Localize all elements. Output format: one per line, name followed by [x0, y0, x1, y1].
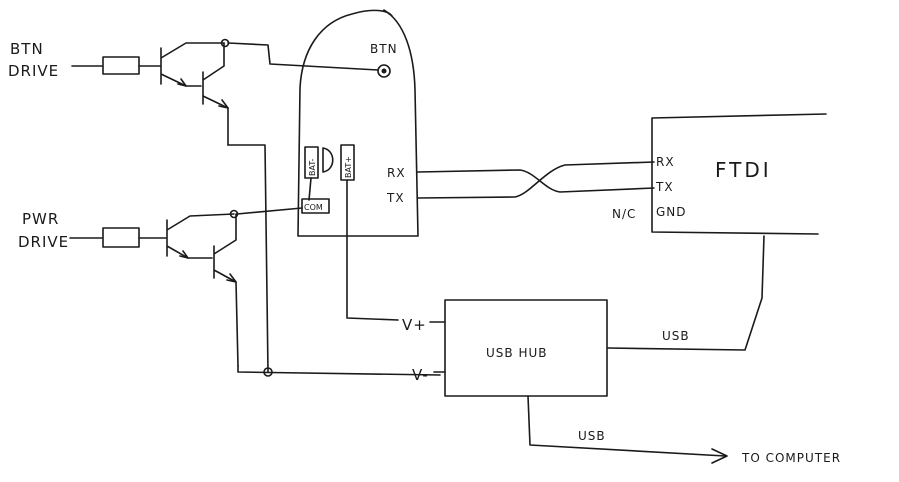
pwr-resistor [102, 227, 140, 248]
bat-plus-to-vplus-wire [346, 179, 399, 321]
pwr-collector-wire [236, 207, 303, 215]
btn-transistor-2-arrow [218, 99, 229, 109]
pwr-transistor-2 [213, 213, 239, 367]
device-outline [297, 9, 419, 237]
btn-drive-label-line2: DRIVE [8, 62, 59, 80]
to-computer-arrow-icon [711, 448, 728, 464]
ftdi-usb-wire [607, 235, 765, 351]
bat-plus-label: BAT+ [344, 156, 353, 178]
ftdi-label: FTDI [715, 158, 772, 182]
usb-top-label: USB [662, 329, 690, 343]
rx-to-ftdi-tx-wire [417, 169, 655, 193]
btn-drive-label-line1: BTN [10, 40, 44, 58]
com-pad [301, 198, 330, 214]
device-btn-label: BTN [370, 42, 398, 56]
usb-hub-label: USB HUB [486, 346, 548, 360]
bat-minus-to-com-wire [308, 177, 312, 201]
btn-transistor-2 [202, 42, 229, 146]
ftdi-gnd-label: GND [656, 205, 687, 219]
bat-minus-shape [322, 147, 334, 173]
com-label: COM [304, 203, 323, 212]
btn-emitter-wire [227, 144, 269, 373]
btn-collector-wire [227, 42, 379, 71]
btn-transistor-1 [160, 42, 225, 87]
pwr-transistor-2-arrow [226, 273, 237, 283]
ftdi-outline [651, 113, 827, 235]
ftdi-rx-label: RX [656, 155, 675, 169]
ground-bus-wire [237, 365, 441, 376]
pwr-drive-label-line1: PWR [22, 210, 59, 228]
btn-resistor [102, 56, 140, 75]
pwr-transistor-1 [166, 213, 235, 259]
ground-node [263, 367, 273, 377]
device-btn-contact-inner [381, 68, 387, 74]
nc-label: N/C [612, 207, 636, 221]
ftdi-tx-label: TX [655, 180, 674, 194]
usb-bottom-label: USB [578, 429, 606, 443]
pwr-transistor-1-arrow [179, 250, 189, 259]
usb-hub-box [444, 299, 608, 397]
v-minus-label: V- [412, 366, 429, 384]
device-btn-contact-outer [377, 64, 391, 78]
pwr-drive-label-line2: DRIVE [18, 233, 69, 251]
tx-to-ftdi-rx-wire [417, 161, 655, 199]
v-plus-label: V+ [402, 316, 427, 334]
device-tx-label: TX [386, 191, 405, 205]
bat-minus-label: BAT- [308, 159, 317, 176]
btn-transistor-1-arrow [177, 78, 187, 87]
usb-to-computer-wire [527, 395, 726, 457]
device-rx-label: RX [387, 166, 406, 180]
to-computer-label: TO COMPUTER [741, 451, 841, 465]
